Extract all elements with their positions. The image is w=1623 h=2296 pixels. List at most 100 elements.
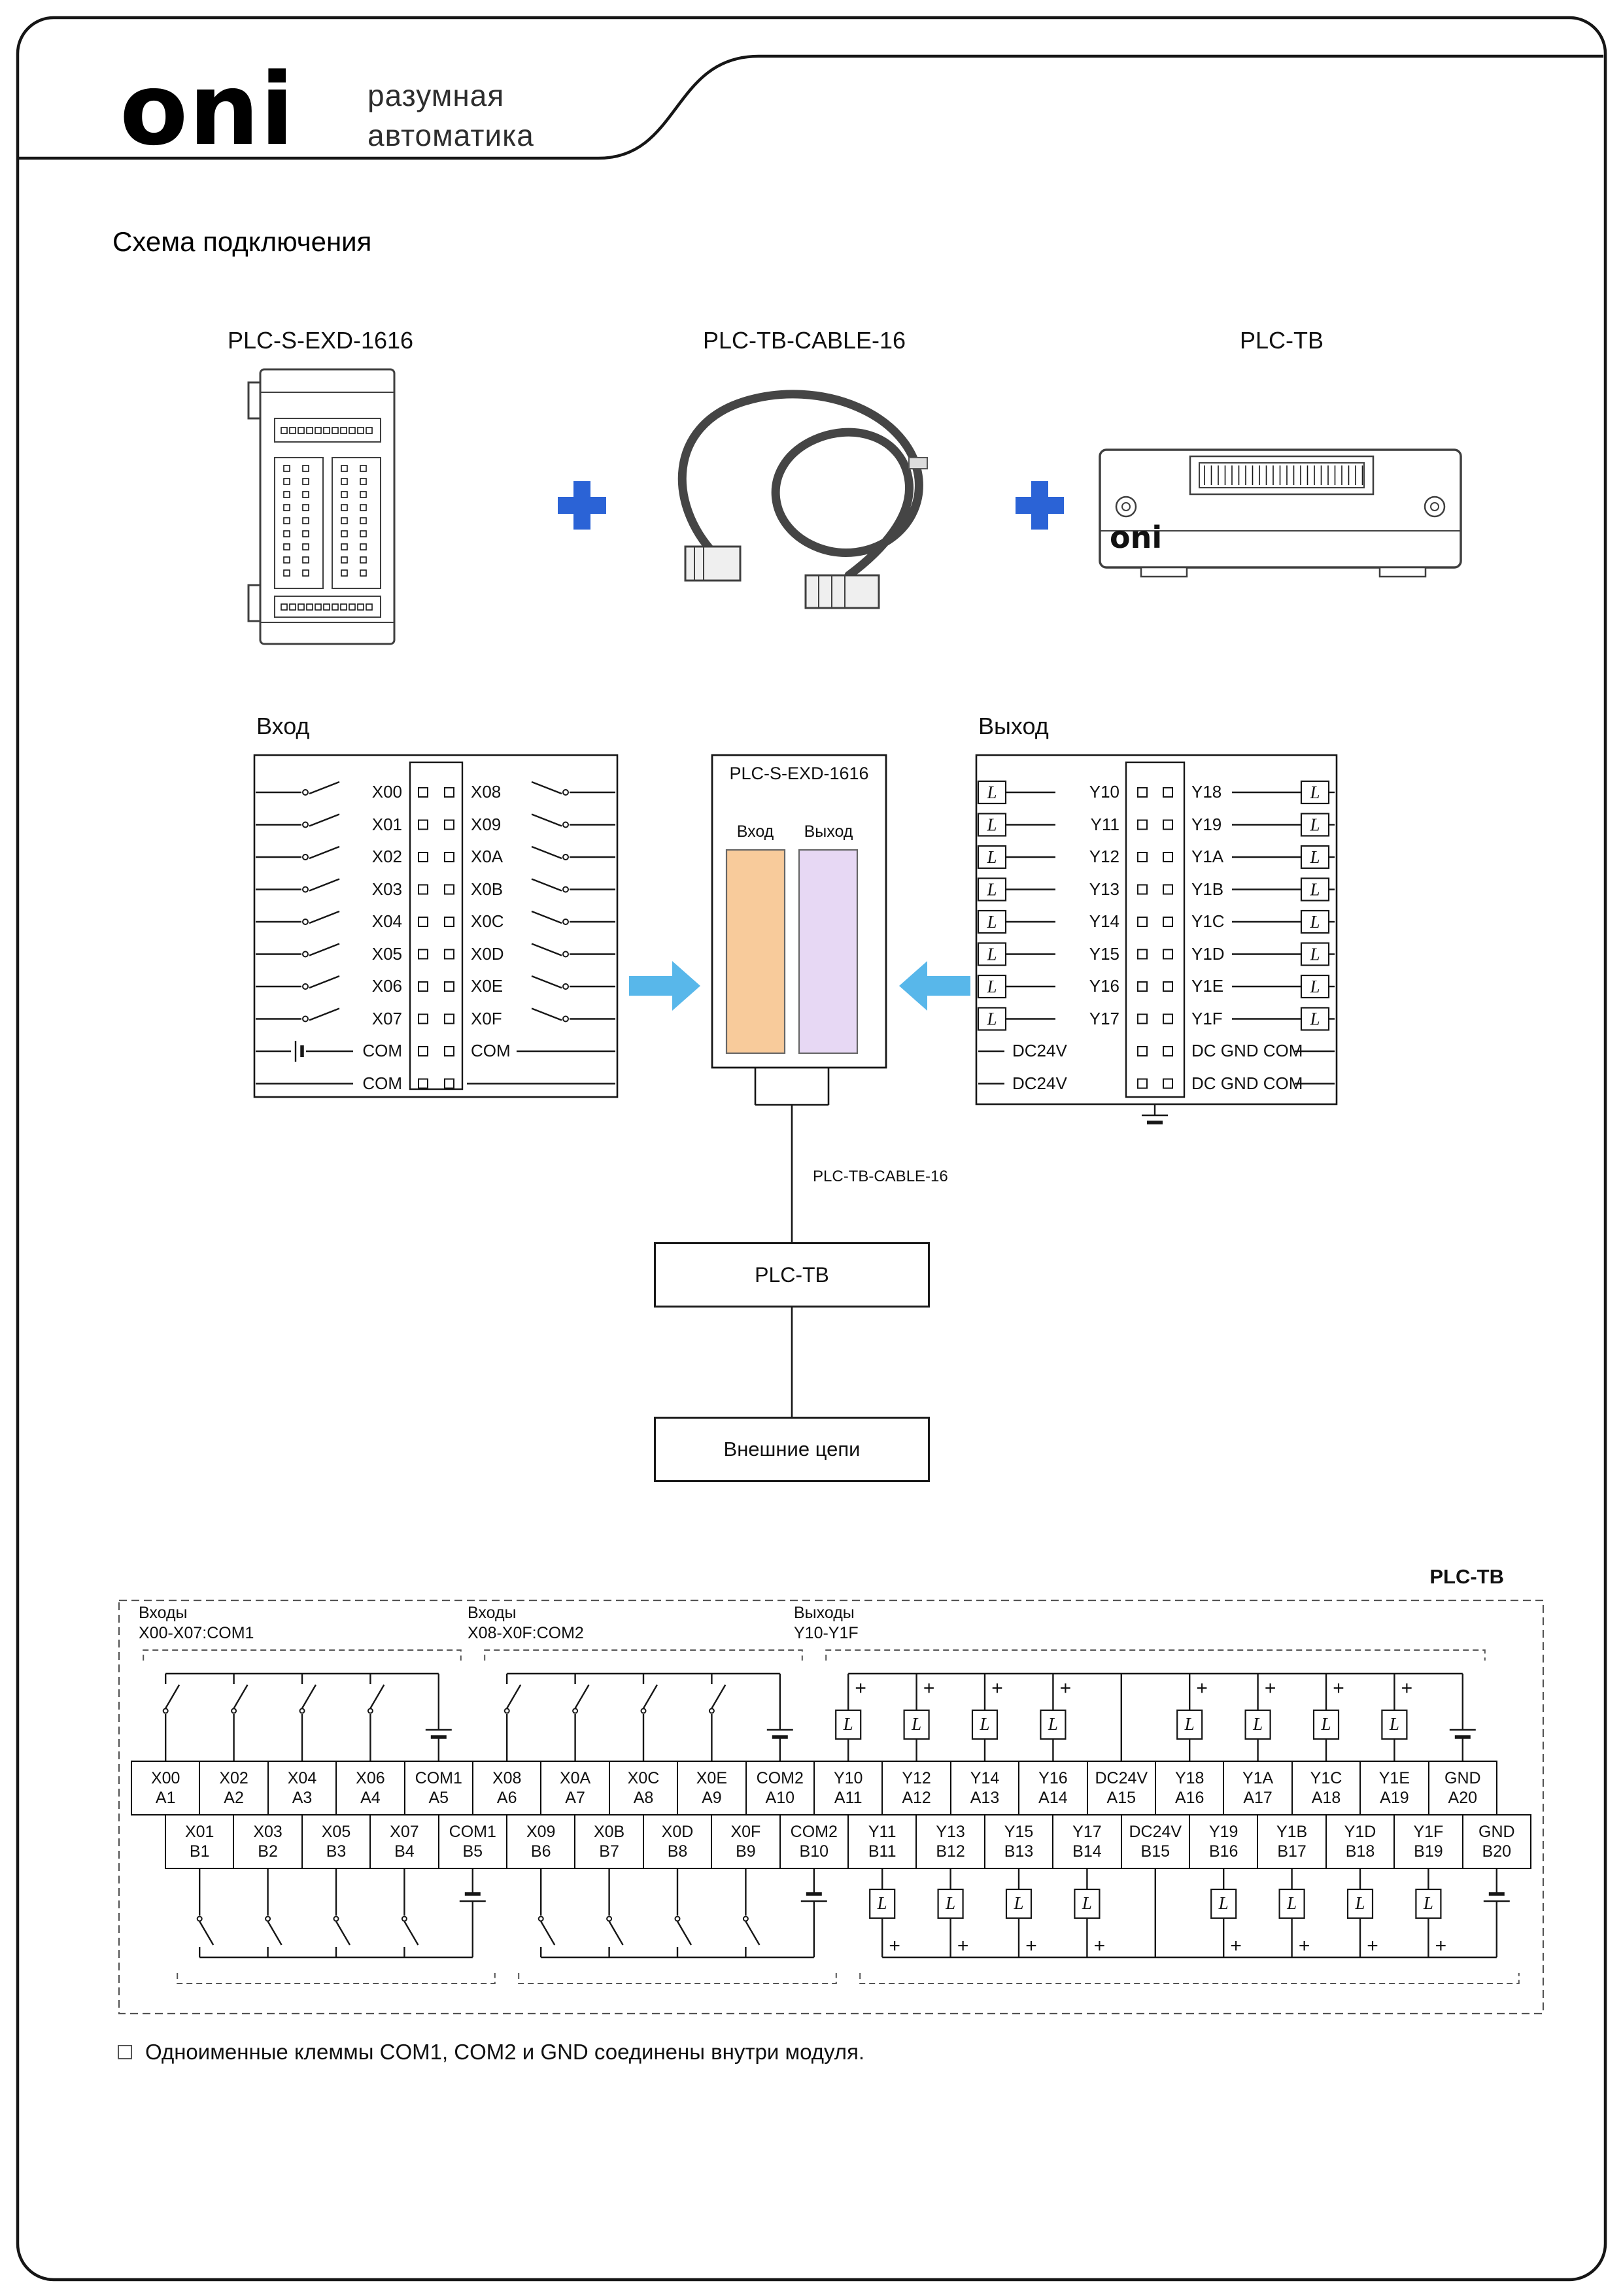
output-terminal-point xyxy=(1163,1078,1173,1089)
cell-pin: B19 xyxy=(1414,1842,1443,1861)
module-terminal xyxy=(283,504,290,511)
output-terminal-point xyxy=(1137,787,1148,798)
output-section-title: Выход xyxy=(978,713,1049,739)
cell-pin: A12 xyxy=(902,1789,931,1807)
output-terminal-point xyxy=(1137,852,1148,862)
tb-brand-mark: oni xyxy=(1110,520,1163,555)
cell-signal: DC24V xyxy=(1095,1769,1148,1787)
group-bracket xyxy=(143,1649,462,1661)
cell-pin: B8 xyxy=(667,1842,688,1861)
module-pin xyxy=(349,603,356,611)
input-terminal-point xyxy=(418,1013,428,1024)
module-terminal xyxy=(302,556,309,564)
plus-icon-bar xyxy=(573,481,590,530)
cell-signal: Y10 xyxy=(833,1769,863,1787)
cable-connector xyxy=(804,574,880,609)
cell-pin: A7 xyxy=(565,1789,585,1807)
cell-pin: B4 xyxy=(394,1842,415,1861)
terminal-label: X0E xyxy=(471,976,504,996)
module-terminal xyxy=(283,517,290,524)
load-symbol: L xyxy=(986,912,997,932)
plus-icon-2 xyxy=(1016,481,1064,530)
footnote: Одноименные клеммы COM1, COM2 и GND соед… xyxy=(118,2040,864,2065)
load-box xyxy=(835,1709,862,1740)
module-pin xyxy=(281,603,288,611)
terminal-label: X0F xyxy=(471,1008,502,1028)
input-terminal-point xyxy=(444,1046,454,1056)
cell-pin: A15 xyxy=(1106,1789,1136,1807)
switch-lever xyxy=(165,1684,180,1709)
cell-signal: X0D xyxy=(661,1823,694,1841)
switch-contact xyxy=(302,919,309,925)
switch-contact xyxy=(162,1708,169,1714)
switch-lever xyxy=(574,1684,590,1709)
switch-contact xyxy=(708,1708,715,1714)
terminal-label: Y15 xyxy=(1089,943,1119,964)
input-terminal-point xyxy=(418,884,428,895)
switch-lever xyxy=(309,813,340,827)
input-terminal-point xyxy=(418,949,428,960)
switch-contact xyxy=(562,821,569,828)
terminal-label: X0B xyxy=(471,879,504,899)
brand-tagline-line2: автоматика xyxy=(367,118,534,152)
terminal-label: Y11 xyxy=(1090,814,1119,834)
cell-pin: B3 xyxy=(326,1842,347,1861)
switch-lever xyxy=(309,943,340,956)
cell-signal: X05 xyxy=(321,1823,351,1841)
module-pin xyxy=(323,427,330,434)
module-terminal xyxy=(360,504,367,511)
cell-signal: Y18 xyxy=(1174,1769,1204,1787)
switch-lever xyxy=(711,1684,726,1709)
load-symbol: L xyxy=(1309,815,1320,835)
module-pin xyxy=(340,603,347,611)
module-terminal xyxy=(283,543,290,550)
cell-signal: X06 xyxy=(356,1769,385,1787)
cell-pin: A3 xyxy=(292,1789,313,1807)
module-din-clip xyxy=(247,584,262,622)
output-terminal-point xyxy=(1163,787,1173,798)
terminal-label: X07 xyxy=(371,1008,402,1028)
cell-signal: GND xyxy=(1444,1769,1481,1787)
cell-pin: B14 xyxy=(1072,1842,1102,1861)
cable-reference-label: PLC-TB-CABLE-16 xyxy=(813,1168,948,1185)
terminal-block-drawing xyxy=(1099,448,1462,578)
plc-output-strip xyxy=(798,849,859,1055)
input-terminal-point xyxy=(444,819,454,830)
module-terminal xyxy=(341,504,348,511)
terminal-label: X0A xyxy=(471,847,504,866)
note-bullet-icon xyxy=(118,2045,132,2059)
switch-lever xyxy=(531,910,562,924)
switch-contact xyxy=(367,1708,373,1714)
terminal-label: Y1D xyxy=(1191,943,1225,964)
switch-lever xyxy=(531,943,562,956)
switch-contact xyxy=(562,886,569,893)
cell-pin: A6 xyxy=(496,1789,517,1807)
load-box xyxy=(1210,1888,1237,1919)
output-terminal-point xyxy=(1163,884,1173,895)
cell-signal: Y14 xyxy=(970,1769,1000,1787)
switch-contact xyxy=(562,983,569,990)
group-bracket xyxy=(484,1649,803,1661)
terminal-label: COM xyxy=(471,1041,511,1060)
output-arrow-icon xyxy=(899,961,970,1011)
cell-pin: A9 xyxy=(702,1789,722,1807)
group-bracket xyxy=(177,1973,496,1984)
switch-lever xyxy=(531,845,562,860)
load-symbol: L xyxy=(1309,1009,1320,1029)
product-label-cable: PLC-TB-CABLE-16 xyxy=(702,327,906,354)
switch-contact xyxy=(562,1015,569,1022)
switch-lever xyxy=(309,781,340,795)
